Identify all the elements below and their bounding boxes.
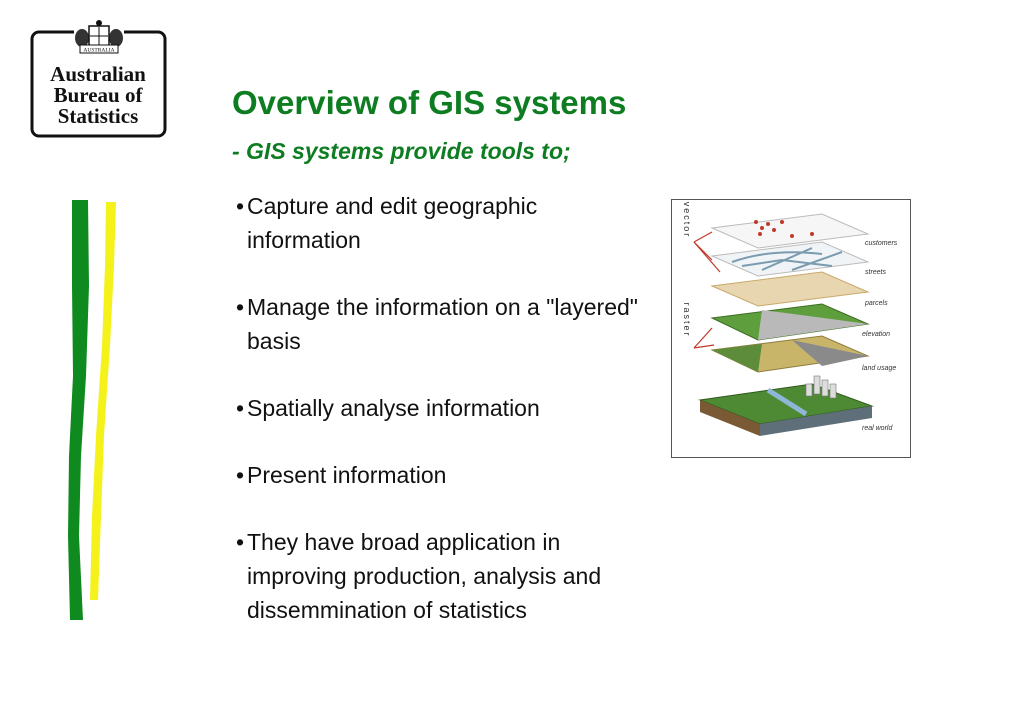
layer-parcels (710, 271, 870, 307)
group-label-vector: vector (682, 202, 692, 239)
slide-subtitle: - GIS systems provide tools to; (232, 138, 571, 164)
street-lines (731, 247, 843, 271)
logo-line-3: Statistics (58, 104, 139, 128)
layer-label-streets: streets (865, 269, 887, 276)
layer-streets (710, 241, 870, 277)
layer-customers (710, 213, 870, 249)
crest-scroll (79, 44, 119, 54)
logo-line-2: Bureau of (54, 83, 144, 107)
bullet-item: Spatially analyse information (236, 391, 656, 425)
crest-label: AUSTRALIA (83, 48, 114, 54)
green-stripe (68, 200, 89, 620)
gis-layers-figure: vector raster (671, 199, 911, 458)
bullet-item: Manage the information on a "layered" ba… (236, 290, 656, 358)
vector-label: vector raster (682, 202, 692, 338)
abs-logo: AUSTRALIA Australian Bureau of Statistic… (30, 18, 167, 138)
logo-line-1: Australian (50, 62, 146, 86)
slide-title: Overview of GIS systems (232, 84, 627, 121)
buildings (805, 375, 837, 399)
layer-label-land-usage: land usage (862, 365, 896, 372)
layer-label-real-world: real world (862, 425, 893, 432)
decorative-stripes (64, 196, 128, 624)
bullet-item: Capture and edit geographic information (236, 189, 656, 257)
link-arrows (693, 231, 721, 349)
bullet-item: Present information (236, 458, 656, 492)
yellow-stripe (90, 202, 116, 600)
customer-points (754, 220, 814, 238)
layer-label-elevation: elevation (862, 331, 890, 338)
bullet-item: They have broad application in improving… (236, 525, 656, 627)
bullet-list: Capture and edit geographic information … (236, 189, 656, 660)
group-label-raster: raster (682, 302, 692, 337)
layer-label-parcels: parcels (864, 300, 888, 307)
layer-label-customers: customers (865, 240, 898, 247)
